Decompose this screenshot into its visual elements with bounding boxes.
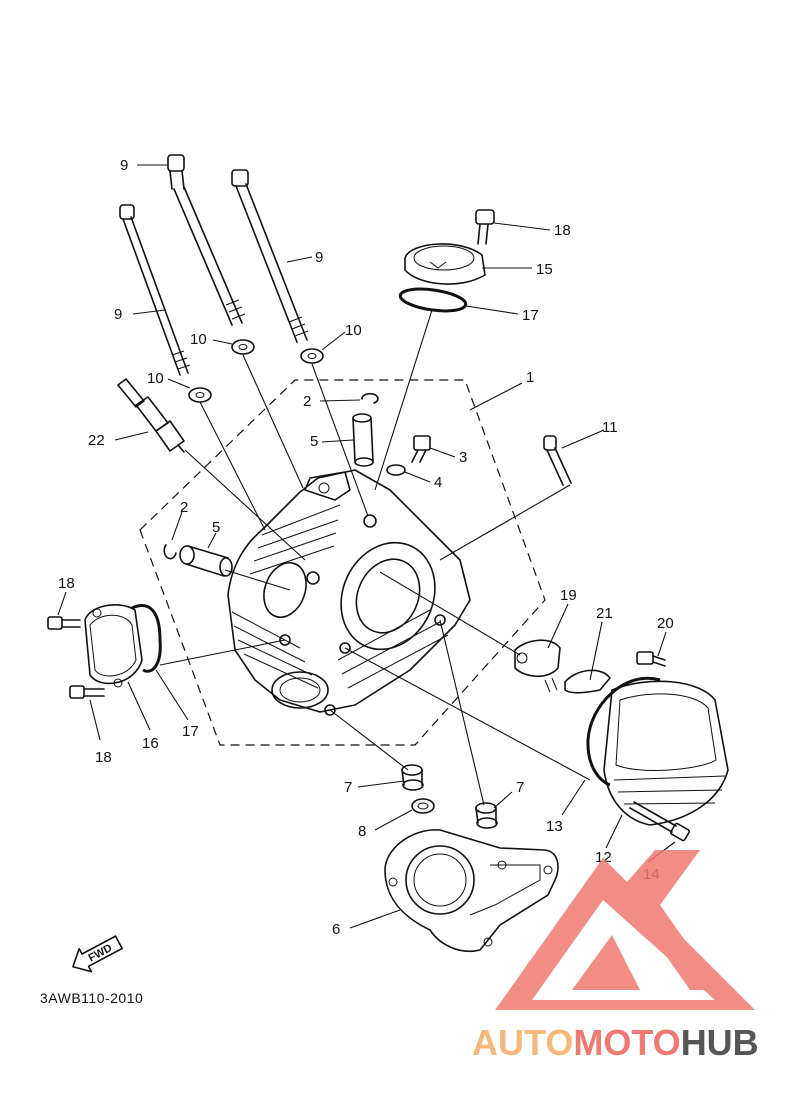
callout-9-c: 9 — [114, 306, 122, 323]
callout-18-b: 18 — [58, 575, 75, 592]
callout-6: 6 — [332, 921, 340, 938]
drawing-code: 3AWB110-2010 — [40, 990, 143, 1006]
oring-17-left — [131, 604, 162, 673]
callout-3: 3 — [459, 449, 467, 466]
cap-15 — [404, 243, 486, 285]
callout-7-a: 7 — [344, 779, 352, 796]
head-bolt-long-left — [119, 204, 191, 376]
callout-5-a: 5 — [310, 433, 318, 450]
oring-17-top — [398, 287, 468, 313]
bracket-19 — [514, 639, 561, 693]
bolt-20 — [636, 651, 666, 667]
automotohub-logo-mark — [495, 850, 755, 1010]
callout-10-c: 10 — [345, 322, 362, 339]
leader-lines — [57, 164, 676, 929]
callout-20: 20 — [657, 615, 674, 632]
bolt-3 — [411, 435, 431, 463]
watermark-moto: MOTO — [573, 1022, 680, 1063]
callout-19: 19 — [560, 587, 577, 604]
callout-11: 11 — [602, 419, 618, 436]
watermark-auto: AUTO — [472, 1022, 573, 1063]
side-cover-16 — [84, 604, 143, 688]
bolt-18-left-upper — [47, 616, 81, 630]
callout-22: 22 — [88, 432, 105, 449]
callout-13: 13 — [546, 818, 563, 835]
seal-8 — [411, 798, 435, 814]
spark-plug — [117, 378, 185, 453]
fwd-arrow: FWD — [72, 935, 123, 973]
watermark-hub: HUB — [681, 1022, 759, 1063]
callout-17-a: 17 — [522, 307, 539, 324]
dowel-7-right — [475, 802, 498, 829]
callout-10-a: 10 — [190, 331, 207, 348]
callout-8: 8 — [358, 823, 366, 840]
fwd-label: FWD — [86, 942, 114, 964]
callout-18-c: 18 — [95, 749, 112, 766]
callout-10-b: 10 — [147, 370, 164, 387]
oring-13 — [586, 676, 661, 787]
valve-guide-left — [179, 545, 233, 577]
callout-9-b: 9 — [315, 249, 323, 266]
callout-17-b: 17 — [182, 723, 199, 740]
bolt-18-top — [475, 209, 495, 245]
callout-2-a: 2 — [303, 393, 311, 410]
watermark-text: AUTOMOTOHUB — [472, 1022, 759, 1063]
tappet-cover-12 — [603, 680, 729, 826]
callout-15: 15 — [536, 261, 553, 278]
dowel-7-left — [401, 764, 424, 791]
callout-12: 12 — [595, 849, 612, 866]
cylinder-gasket-6 — [384, 829, 559, 952]
cylinder-head — [227, 469, 471, 716]
callout-labels: 9 9 9 10 10 10 2 5 3 4 22 11 18 15 17 1 … — [58, 157, 674, 938]
callout-2-b: 2 — [180, 499, 188, 516]
callout-7-b: 7 — [516, 779, 524, 796]
callout-4: 4 — [434, 474, 442, 491]
washer-right — [300, 348, 324, 364]
washer-middle — [231, 339, 255, 355]
valve-guide-upper — [352, 413, 374, 467]
washer-left — [188, 387, 212, 403]
valve-clip-upper — [361, 392, 379, 404]
head-bolt-long-middle — [167, 154, 246, 326]
gasket-21 — [564, 669, 611, 694]
bolt-18-left-lower — [69, 685, 105, 699]
callout-18-a: 18 — [554, 222, 571, 239]
washer-4 — [386, 464, 406, 476]
bolt-14 — [629, 801, 690, 842]
callout-9-a: 9 — [120, 157, 128, 174]
head-bolt-long-right — [231, 169, 309, 343]
bolt-11 — [543, 435, 572, 486]
assembly-boundary — [139, 379, 546, 746]
valve-clip-left — [163, 544, 177, 560]
callout-5-b: 5 — [212, 519, 220, 536]
callout-1: 1 — [526, 369, 534, 386]
callout-16: 16 — [142, 735, 159, 752]
callout-21: 21 — [596, 605, 613, 622]
